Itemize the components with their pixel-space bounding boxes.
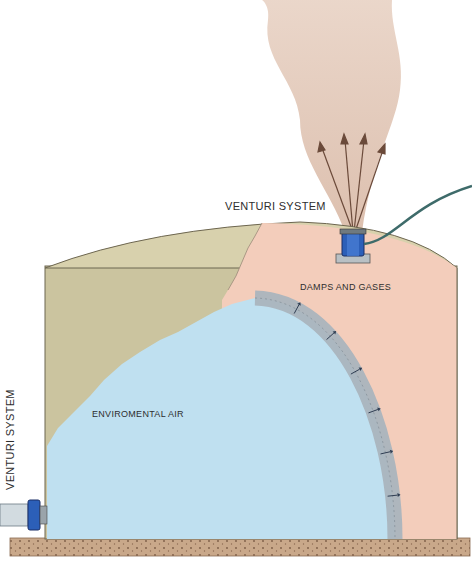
pressure-arrowhead: [333, 331, 337, 334]
pressure-arrow: [388, 495, 398, 496]
foundation-slab: [10, 538, 470, 556]
left-venturi: [0, 500, 47, 530]
air-region: [47, 298, 395, 539]
membrane-edge: [255, 298, 395, 539]
pressure-arrow: [294, 305, 299, 314]
region-label: ENVIROMENTAL AIR: [92, 410, 184, 420]
pressure-arrow: [368, 409, 377, 412]
region-label: DAMPS AND GASES: [300, 283, 391, 293]
membrane-band: [255, 298, 395, 539]
pressure-arrow: [327, 333, 334, 340]
pressure-arrowhead: [397, 493, 400, 497]
top-venturi: [336, 186, 472, 263]
venturi-label: VENTURI SYSTEM: [4, 389, 16, 490]
exhaust-plume: [262, 0, 401, 232]
pressure-arrowhead: [297, 302, 301, 306]
venturi-label: VENTURI SYSTEM: [225, 200, 326, 212]
pressure-arrow: [381, 452, 391, 454]
plume-arrows: [318, 134, 385, 232]
pressure-arrows: [294, 302, 400, 497]
pressure-arrowhead: [390, 450, 393, 454]
gas-region-edge: [228, 223, 262, 290]
pressure-arrow: [351, 369, 360, 374]
pressure-arrowhead: [359, 367, 363, 370]
pressure-arrowhead: [377, 408, 381, 412]
